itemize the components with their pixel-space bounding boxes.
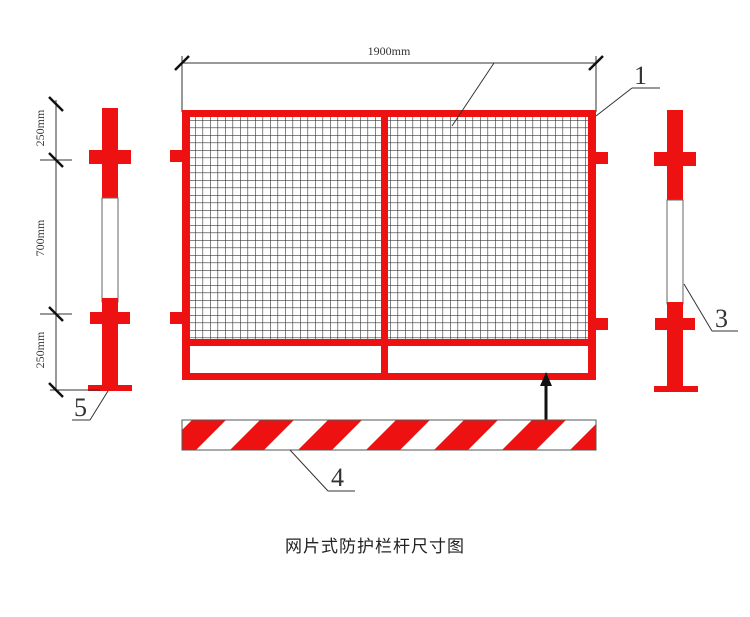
callout-3-label: 3 — [715, 304, 728, 333]
callout-4-label: 4 — [331, 463, 344, 492]
callout-4: 4 — [289, 449, 355, 492]
width-dimension: 1900mm — [174, 44, 604, 112]
left-post — [88, 108, 132, 391]
height-dimensions: 250mm 700mm 250mm — [33, 96, 100, 398]
callout-1: 1 — [451, 61, 660, 127]
callout-1-label: 1 — [634, 61, 647, 90]
width-dimension-label: 1900mm — [368, 44, 411, 58]
callout-5: 5 — [72, 390, 109, 422]
mesh-panel — [170, 110, 608, 380]
middle-segment-label: 700mm — [33, 219, 47, 256]
bottom-segment-label: 250mm — [33, 331, 47, 368]
top-segment-label: 250mm — [33, 109, 47, 146]
mesh-left — [190, 117, 381, 339]
toe-board — [181, 419, 597, 451]
mesh-right — [388, 117, 588, 339]
right-post — [654, 110, 698, 392]
diagram-caption: 网片式防护栏杆尺寸图 — [285, 537, 465, 557]
callout-5-label: 5 — [74, 393, 87, 422]
callout-3: 3 — [683, 283, 738, 333]
